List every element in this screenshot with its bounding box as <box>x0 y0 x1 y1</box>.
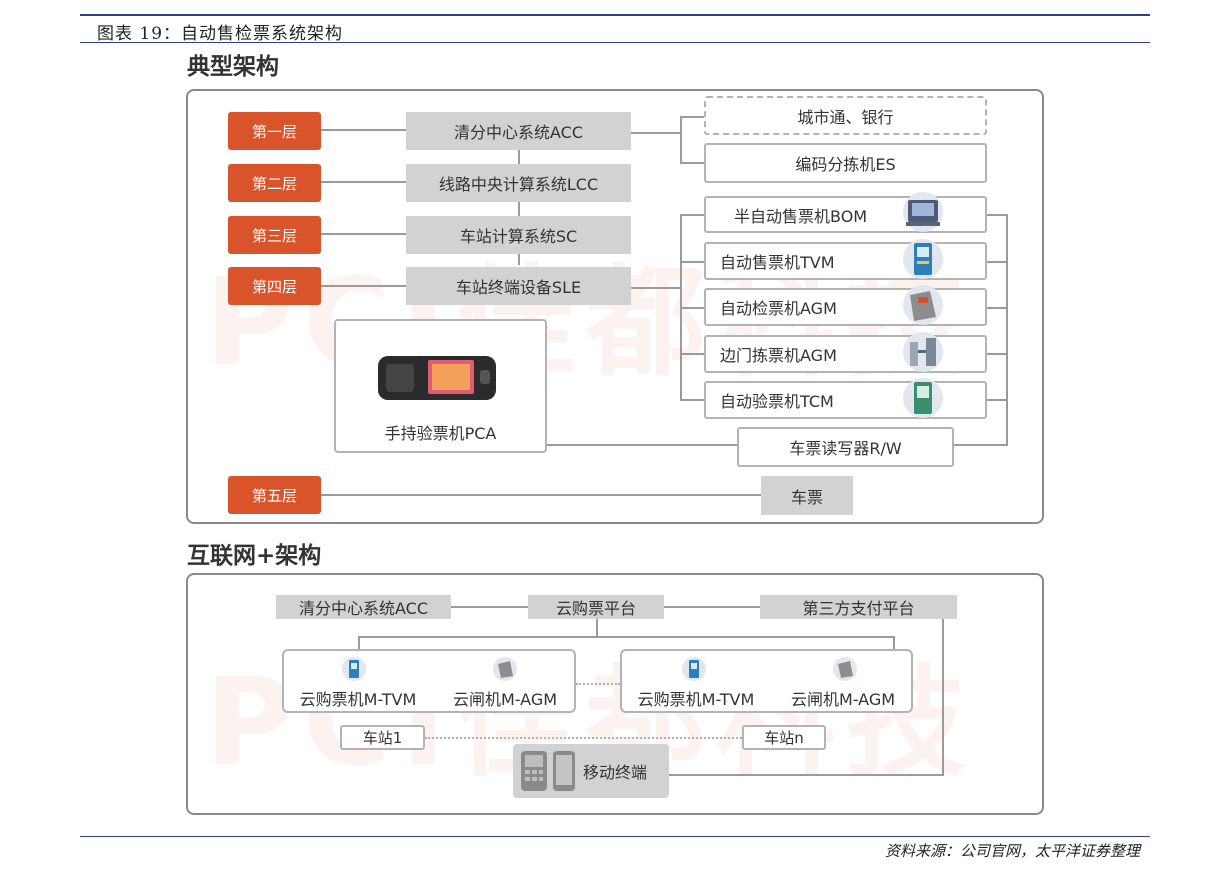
title-rule <box>80 42 1150 43</box>
line-to-bank <box>680 116 704 118</box>
line-acc-cloud <box>450 606 529 608</box>
figure-source: 资料来源：公司官网，太平洋证券整理 <box>884 842 1140 860</box>
handheld-pca-icon <box>378 356 496 400</box>
tvm-label-n: 云购票机M-TVM <box>637 690 755 709</box>
line-center-vertical <box>518 150 520 265</box>
agm-icon-n <box>833 657 857 681</box>
line-bom-right <box>986 214 1008 216</box>
line-to-side <box>680 353 704 355</box>
agm-gate-icon <box>903 285 943 325</box>
top-rule <box>80 14 1150 16</box>
line-cloud-down <box>596 619 598 637</box>
line-agm-right <box>986 307 1008 309</box>
line-tvm-right <box>986 261 1008 263</box>
line-tcm-right <box>986 399 1008 401</box>
layer-3-label: 第三层 <box>228 216 321 254</box>
tcm-label: 自动验票机TCM <box>720 392 834 411</box>
rw-box: 车票读写器R/W <box>737 427 954 467</box>
section1-title: 典型架构 <box>187 54 279 80</box>
tvm-icon-1 <box>342 657 366 681</box>
line-acc-branch <box>680 116 682 164</box>
line-cloud-bus <box>358 636 894 638</box>
line-to-bom <box>680 214 704 216</box>
bom-label: 半自动售票机BOM <box>734 206 868 226</box>
acc-box-2: 清分中心系统ACC <box>276 595 451 619</box>
tvm-icon-n <box>682 657 706 681</box>
station-1-group <box>282 649 576 713</box>
bom-machine-icon <box>903 192 943 232</box>
line-pca-rw <box>546 444 738 446</box>
line-l5 <box>321 494 761 496</box>
line-cloud-pay <box>664 606 761 608</box>
figure-title: 图表 19：自动售检票系统架构 <box>97 24 344 44</box>
line-l4 <box>321 285 406 287</box>
line-right-bus <box>1006 214 1008 446</box>
line-l1 <box>321 129 406 131</box>
layer-1-label: 第一层 <box>228 112 321 150</box>
tvm-machine-icon <box>903 239 943 279</box>
line-l2 <box>321 181 406 183</box>
line-pay-down <box>942 619 944 776</box>
dotline-groups <box>576 683 620 685</box>
bank-box: 城市通、银行 <box>704 96 987 135</box>
line-rw-right <box>954 444 1008 446</box>
lcc-box: 线路中央计算系统LCC <box>406 164 631 202</box>
line-bus-stn <box>893 636 895 650</box>
sle-box: 车站终端设备SLE <box>406 267 631 305</box>
tcm-machine-icon <box>903 378 943 418</box>
station-1-label: 车站1 <box>340 725 425 750</box>
cloud-platform-box: 云购票平台 <box>528 595 664 619</box>
side-gate-icon <box>903 332 943 372</box>
station-n-group <box>620 649 913 713</box>
mobile-phone-icon <box>521 751 575 791</box>
tvm-label: 自动售票机TVM <box>720 253 835 272</box>
line-acc-right <box>631 132 681 134</box>
section2-title: 互联网+架构 <box>187 543 322 569</box>
line-to-tvm <box>680 261 704 263</box>
acc-box: 清分中心系统ACC <box>406 112 631 150</box>
dotline-stations <box>425 737 742 739</box>
pca-label: 手持验票机PCA <box>384 424 497 443</box>
line-bus-st1 <box>358 636 360 650</box>
layer-2-label: 第二层 <box>228 164 321 202</box>
ticket-box: 车票 <box>761 476 853 515</box>
es-box: 编码分拣机ES <box>704 143 987 183</box>
line-to-agm <box>680 307 704 309</box>
layer-4-label: 第四层 <box>228 267 321 305</box>
line-to-es <box>680 162 704 164</box>
line-sle-right <box>631 287 681 289</box>
agm-label-1: 云闸机M-AGM <box>452 690 558 709</box>
sc-box: 车站计算系统SC <box>406 216 631 254</box>
line-l3 <box>321 233 406 235</box>
third-party-pay-box: 第三方支付平台 <box>760 595 957 619</box>
agm-box: 自动检票机AGM <box>704 288 987 326</box>
agm-label-n: 云闸机M-AGM <box>790 690 896 709</box>
mobile-label: 移动终端 <box>582 763 647 782</box>
line-to-tcm <box>680 399 704 401</box>
layer-5-label: 第五层 <box>228 476 321 514</box>
line-mobile-pay <box>669 774 944 776</box>
tvm-label-1: 云购票机M-TVM <box>299 690 417 709</box>
agm-label: 自动检票机AGM <box>720 299 837 318</box>
bottom-rule <box>80 836 1150 837</box>
agm-icon-1 <box>493 657 517 681</box>
side-gate-label: 边门拣票机AGM <box>720 346 837 365</box>
line-side-right <box>986 353 1008 355</box>
station-n-label: 车站n <box>742 725 826 750</box>
